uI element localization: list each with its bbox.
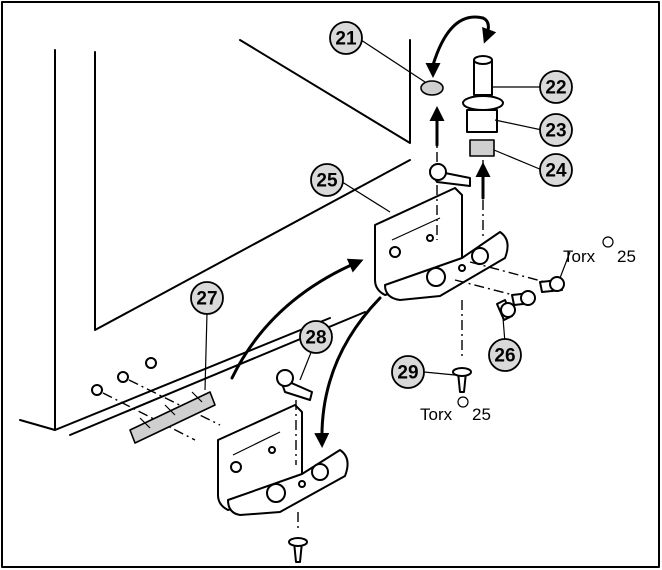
torx-lower-text: Torx <box>420 405 453 424</box>
torx-upper-symbol <box>602 236 614 248</box>
callout-29: 29 <box>391 355 425 389</box>
callout-21-label: 21 <box>335 29 357 50</box>
body-screw-holes <box>91 357 221 441</box>
bracket-move-arrow <box>314 296 382 448</box>
callout-29-label: 29 <box>397 363 418 384</box>
bracket-screws <box>454 261 565 321</box>
cover-move-arrow <box>230 258 364 380</box>
upper-hinge-bracket <box>374 187 509 301</box>
hinge-bushing <box>466 109 498 133</box>
callout-23-label: 23 <box>545 121 566 142</box>
torx-label-upper: Torx 25 <box>563 236 636 266</box>
torx-lower-symbol <box>457 396 469 408</box>
callout-26: 26 <box>488 338 522 372</box>
hinge-cap <box>420 80 444 165</box>
callout-27: 27 <box>190 281 224 315</box>
bottom-wood-screw <box>452 300 472 393</box>
callout-28-label: 28 <box>305 328 326 349</box>
callout-24: 24 <box>539 153 573 187</box>
lower-wood-screw <box>288 512 308 563</box>
callout-28: 28 <box>299 320 333 354</box>
lower-hinge-bracket <box>217 404 349 516</box>
callout-25-label: 25 <box>316 171 338 192</box>
callout-22-label: 22 <box>545 78 566 99</box>
torx-label-lower: Torx 25 <box>420 396 491 424</box>
callout-27-label: 27 <box>196 289 217 310</box>
torx-upper-text: Torx <box>563 247 596 266</box>
cover-plate <box>129 391 216 444</box>
callout-24-label: 24 <box>545 161 567 182</box>
torx-upper-size: 25 <box>617 247 636 266</box>
callout-25: 25 <box>310 163 344 197</box>
swap-arrow <box>431 15 497 67</box>
callout-22: 22 <box>539 70 573 104</box>
torx-lower-size: 25 <box>472 405 491 424</box>
hinge-pin <box>462 55 504 111</box>
hinge-nut <box>469 139 495 157</box>
appliance-body <box>19 39 411 436</box>
callout-26-label: 26 <box>494 346 515 367</box>
callout-21: 21 <box>329 21 363 55</box>
upper-hinge-lever <box>429 163 471 240</box>
lower-hinge-lever <box>276 369 313 465</box>
leader-lines <box>204 37 571 391</box>
callout-23: 23 <box>539 113 573 147</box>
